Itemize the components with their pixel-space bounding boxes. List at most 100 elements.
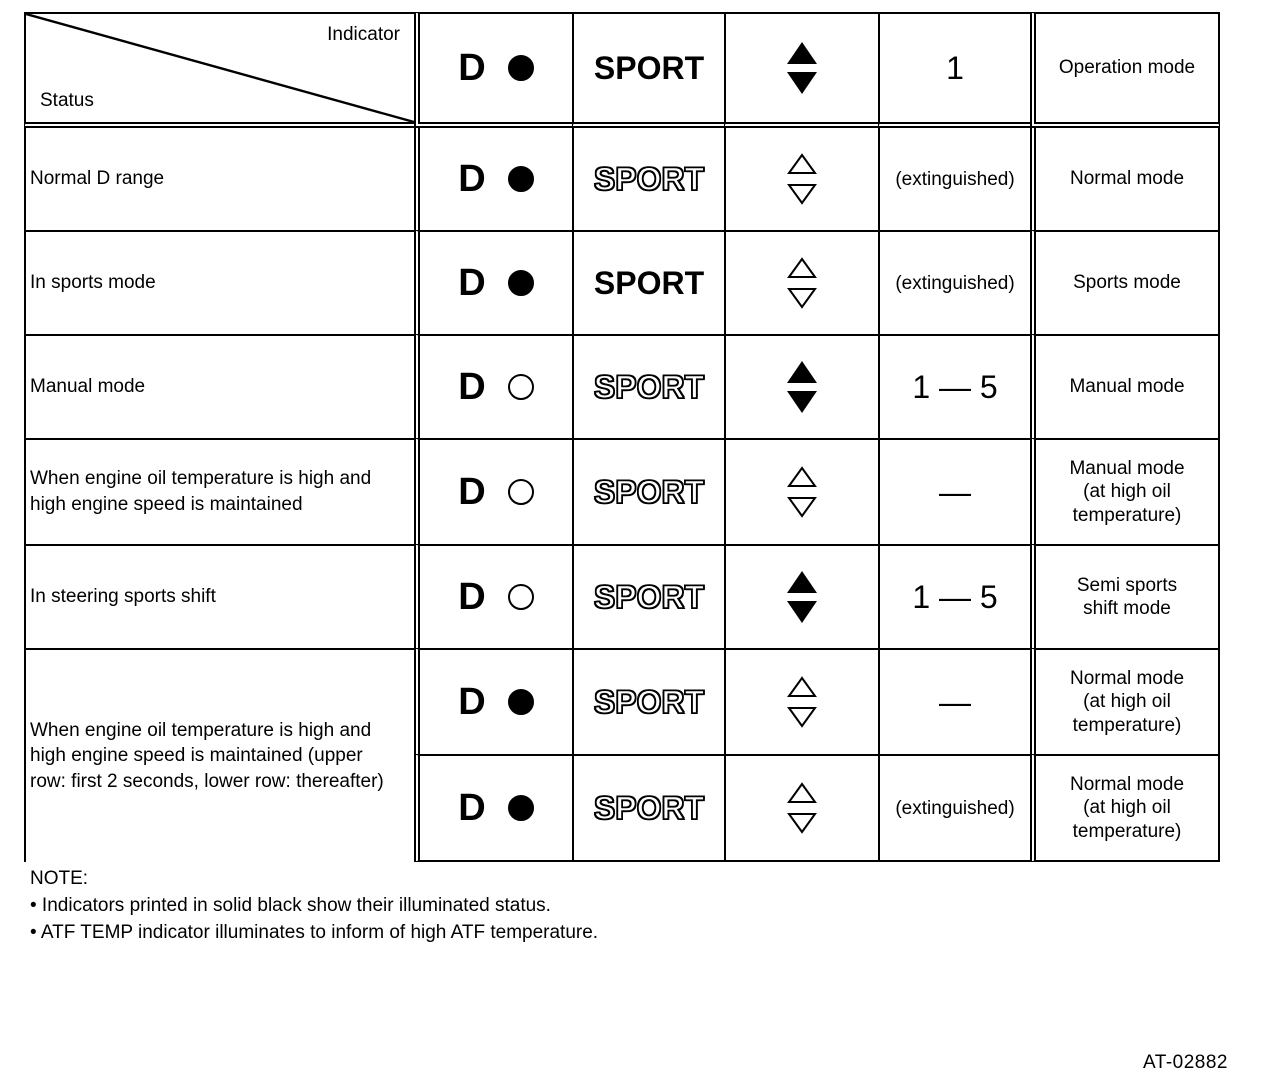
figure-id: AT-02882 — [1143, 1052, 1228, 1073]
atf-temp-dot-icon — [507, 55, 534, 81]
table-row: In steering sports shift D SPORT — [24, 544, 1220, 648]
shift-triangles-group — [738, 466, 866, 518]
status-cell: When engine oil temperature is high and … — [24, 438, 414, 544]
sport-indicator-text: SPORT — [593, 474, 705, 510]
sport-indicator-text: SPORT — [593, 579, 705, 615]
header-cell-sport: SPORT — [572, 12, 724, 128]
d-indicator-group: D — [432, 368, 560, 406]
status-cell: When engine oil temperature is high and … — [24, 648, 414, 862]
header-cell-operation-mode: Operation mode — [1030, 12, 1220, 128]
d-indicator-group: D — [432, 160, 560, 198]
gear-cell: — — [878, 438, 1030, 544]
gear-cell: (extinguished) — [878, 754, 1030, 862]
triangle-up-icon — [787, 676, 817, 697]
gear-cell: 1 — 5 — [878, 544, 1030, 648]
triangles-cell — [724, 754, 878, 862]
header-cell-gear: 1 — [878, 12, 1030, 128]
shift-triangles-group — [738, 782, 866, 834]
d-indicator-cell: D — [414, 754, 572, 862]
d-indicator-cell: D — [414, 334, 572, 438]
operation-mode-value: Manual mode — [1069, 376, 1185, 398]
shift-triangles-group — [738, 257, 866, 309]
d-letter: D — [458, 366, 486, 408]
sport-indicator-text: SPORT — [593, 161, 705, 197]
d-indicator-group: D — [432, 683, 560, 721]
header-cell-d-indicator: D — [414, 12, 572, 128]
operation-mode-cell: Manual mode — [1030, 334, 1220, 438]
d-indicator-cell: D — [414, 230, 572, 334]
operation-mode-header-label: Operation mode — [1058, 57, 1196, 79]
d-indicator-group: D — [432, 473, 560, 511]
atf-temp-dot-icon — [507, 166, 534, 192]
triangle-up-icon — [787, 466, 817, 487]
status-cell: In steering sports shift — [24, 544, 414, 648]
table-row: D SPORT — [24, 754, 1220, 862]
triangle-up-icon — [787, 782, 817, 803]
gear-value: 1 — 5 — [912, 369, 998, 405]
notes-block: NOTE: • Indicators printed in solid blac… — [30, 866, 598, 947]
gear-cell: 1 — 5 — [878, 334, 1030, 438]
triangle-down-icon — [787, 391, 817, 413]
d-letter: D — [458, 158, 486, 200]
triangles-cell — [724, 648, 878, 754]
shift-triangles-group — [738, 42, 866, 94]
note-item: • Indicators printed in solid black show… — [30, 894, 551, 916]
table-row: Normal D range D SPORT — [24, 128, 1220, 230]
triangle-down-icon — [787, 707, 817, 728]
d-indicator-group: D — [432, 49, 560, 87]
triangles-cell — [724, 438, 878, 544]
gear-value: 1 — 5 — [912, 579, 998, 615]
gear-value: (extinguished) — [895, 168, 1015, 190]
d-indicator-group: D — [432, 264, 560, 302]
atf-temp-dot-icon — [507, 584, 534, 610]
d-letter: D — [458, 471, 486, 513]
d-indicator-group: D — [432, 789, 560, 827]
sport-indicator-text: SPORT — [593, 369, 705, 405]
atf-temp-dot-icon — [507, 795, 534, 821]
triangles-cell — [724, 544, 878, 648]
status-text: When engine oil temperature is high and … — [30, 468, 372, 515]
triangle-down-icon — [787, 497, 817, 518]
d-letter: D — [458, 47, 486, 89]
table-row: When engine oil temperature is high and … — [24, 648, 1220, 862]
d-indicator-group: D — [432, 578, 560, 616]
sport-cell: SPORT — [572, 544, 724, 648]
atf-temp-dot-icon — [507, 270, 534, 296]
triangle-down-icon — [787, 813, 817, 834]
shift-triangles-group — [738, 153, 866, 205]
sport-cell: SPORT — [572, 128, 724, 230]
d-indicator-cell: D — [414, 648, 572, 754]
sport-cell: SPORT — [572, 230, 724, 334]
triangle-up-icon — [787, 42, 817, 64]
gear-cell: (extinguished) — [878, 128, 1030, 230]
table-row: When engine oil temperature is high and … — [24, 438, 1220, 544]
atf-temp-dot-icon — [507, 689, 534, 715]
triangle-up-icon — [787, 257, 817, 278]
gear-value: (extinguished) — [895, 272, 1015, 294]
triangle-down-icon — [787, 72, 817, 94]
gear-cell: — — [878, 648, 1030, 754]
sport-indicator-text: SPORT — [593, 265, 705, 301]
table-header-row: Indicator Status D SPORT — [24, 12, 1220, 128]
shift-triangles-group — [738, 361, 866, 413]
status-cell: Manual mode — [24, 334, 414, 438]
sport-indicator-text: SPORT — [593, 790, 705, 826]
atf-temp-dot-icon — [507, 374, 534, 400]
status-cell: In sports mode — [24, 230, 414, 334]
operation-mode-value: Sports mode — [1073, 272, 1181, 294]
d-letter: D — [458, 262, 486, 304]
gear-cell: (extinguished) — [878, 230, 1030, 334]
notes-title: NOTE: — [30, 868, 89, 889]
sport-cell: SPORT — [572, 754, 724, 862]
triangle-down-icon — [787, 601, 817, 623]
d-indicator-cell: D — [414, 544, 572, 648]
operation-mode-value: Normal mode — [1069, 168, 1185, 190]
status-text: In sports mode — [30, 272, 156, 294]
triangle-down-icon — [787, 288, 817, 309]
